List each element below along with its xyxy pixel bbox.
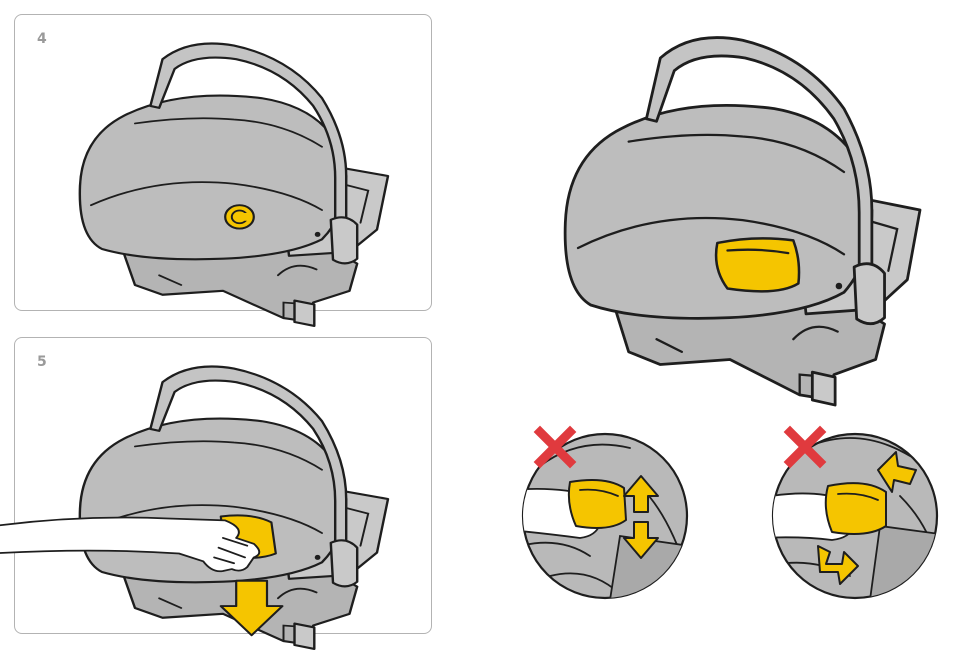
step-4-car-seat-illustration bbox=[78, 42, 390, 328]
step-5-car-seat-illustration bbox=[0, 365, 390, 651]
detail-car-seat-illustration bbox=[563, 36, 922, 407]
release-handle-icon bbox=[714, 237, 801, 293]
cross-icon bbox=[533, 425, 577, 469]
wrong-pull-up-down-detail bbox=[521, 425, 689, 600]
wrong-rotate-detail bbox=[771, 425, 939, 600]
hand-icon bbox=[0, 516, 261, 573]
arrow-up-down-icon bbox=[623, 475, 659, 559]
step-5-number: 5 bbox=[37, 354, 47, 370]
step-4-number: 4 bbox=[37, 31, 47, 47]
rotate-arrows-icon bbox=[817, 451, 917, 585]
release-button-icon bbox=[224, 204, 255, 230]
arrow-down-icon bbox=[219, 579, 284, 637]
cross-icon bbox=[783, 425, 827, 469]
